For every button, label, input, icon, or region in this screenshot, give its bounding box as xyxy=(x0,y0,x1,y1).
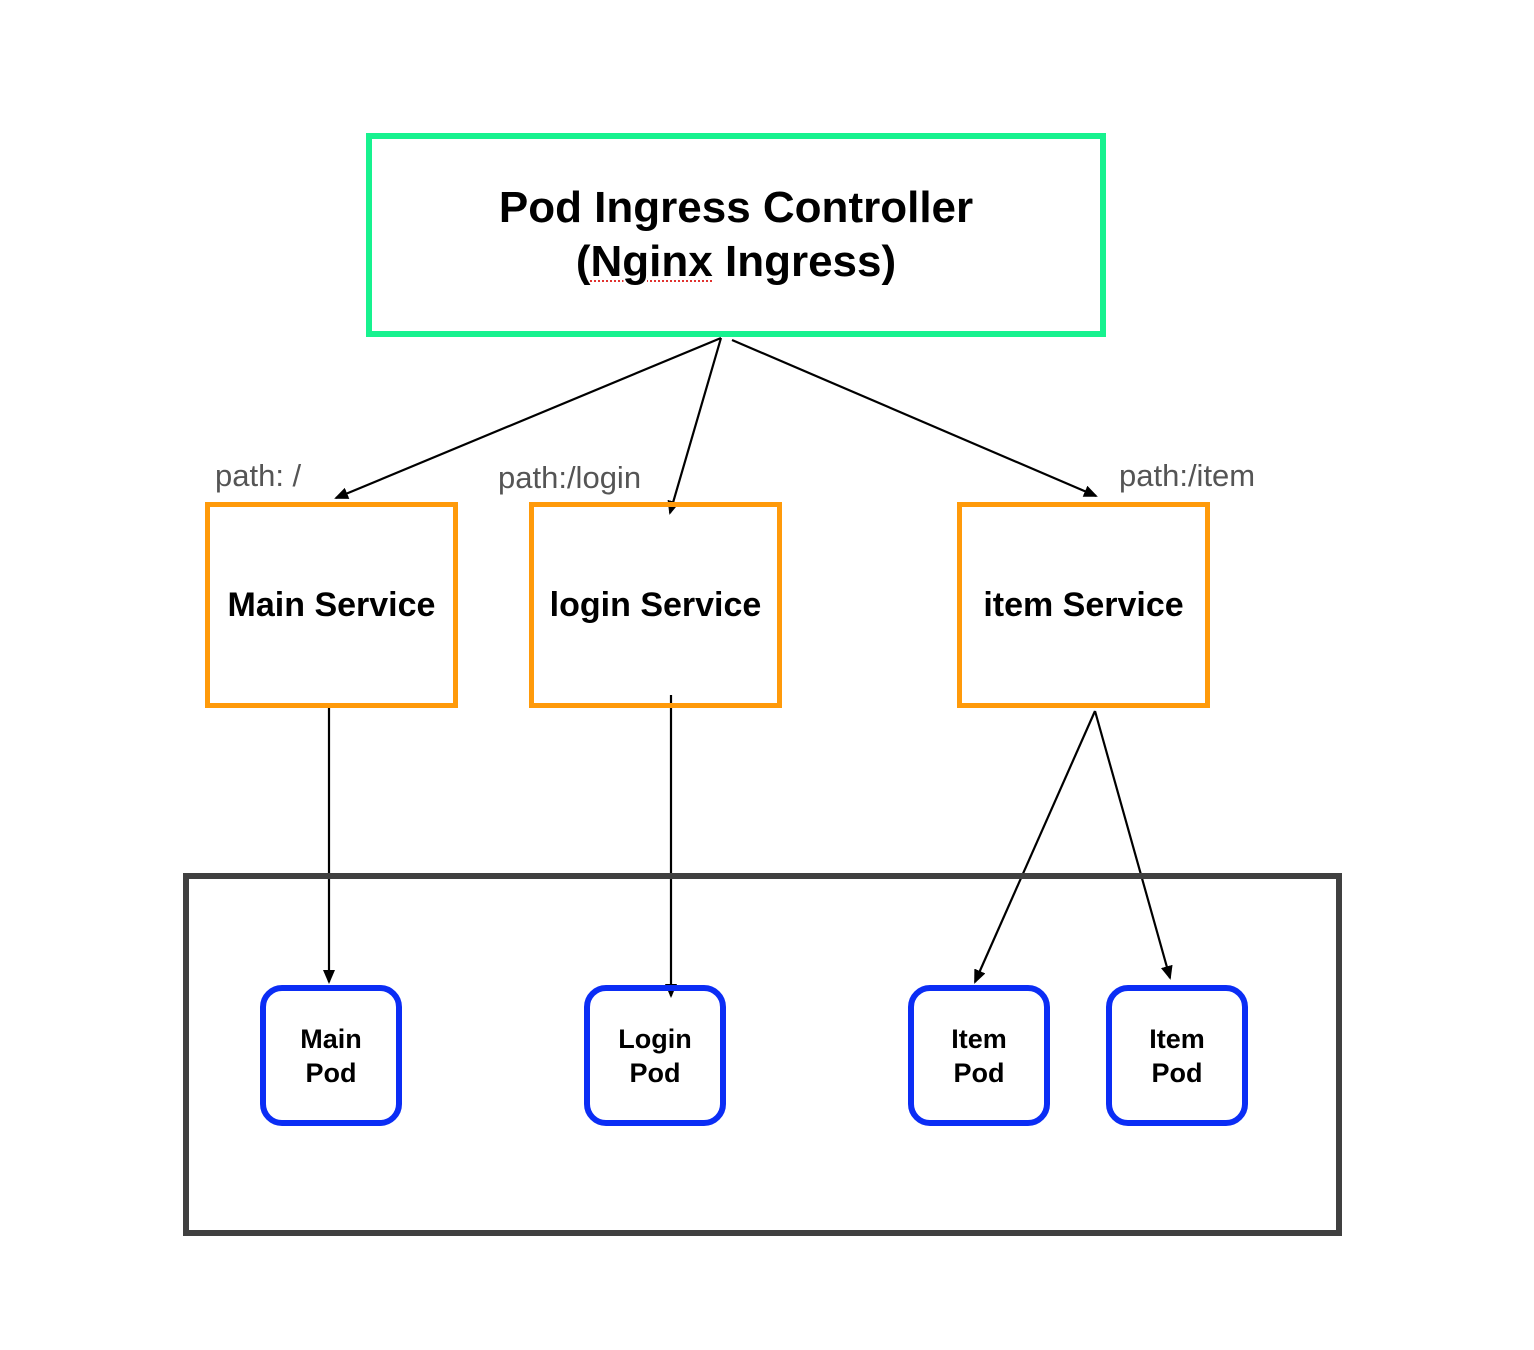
item-pod-2-label-line1: Item xyxy=(1149,1023,1205,1054)
item-pod-1-label-line2: Pod xyxy=(953,1057,1005,1088)
item-service-label: item Service xyxy=(983,585,1184,624)
item-service-box: item Service xyxy=(957,502,1210,708)
edge-item-service-to-item-pod-2 xyxy=(1093,710,1173,980)
login-service-label: login Service xyxy=(549,585,762,624)
login-pod-box: Login Pod xyxy=(584,985,726,1126)
login-service-box: login Service xyxy=(529,502,782,708)
path-label-login: path:/login xyxy=(498,460,642,495)
login-pod-label-line1: Login xyxy=(618,1023,692,1054)
item-pod-1-label-line1: Item xyxy=(951,1023,1007,1054)
item-pod-2-box: Item Pod xyxy=(1106,985,1248,1126)
main-service-label: Main Service xyxy=(227,585,436,624)
controller-subtitle: (Nginx Ingress) xyxy=(575,237,897,286)
item-pod-1-box: Item Pod xyxy=(908,985,1050,1126)
edge-controller-to-login-service xyxy=(667,337,723,515)
controller-subtitle-spellcheck-word: Nginx xyxy=(590,237,713,286)
ingress-controller-box: Pod Ingress Controller (Nginx Ingress) xyxy=(366,133,1106,337)
edge-item-service-to-item-pod-1 xyxy=(973,710,1097,984)
main-pod-label-line2: Pod xyxy=(305,1057,357,1088)
path-label-item: path:/item xyxy=(1119,458,1256,493)
item-pod-2-label-line2: Pod xyxy=(1151,1057,1203,1088)
login-pod-label-line2: Pod xyxy=(629,1057,681,1088)
path-label-main: path: / xyxy=(215,458,302,493)
edge-controller-to-item-service xyxy=(731,338,1098,498)
pod-cluster-frame xyxy=(183,873,1342,1236)
main-service-box: Main Service xyxy=(205,502,458,708)
main-pod-label-line1: Main xyxy=(300,1023,362,1054)
main-pod-box: Main Pod xyxy=(260,985,402,1126)
controller-title: Pod Ingress Controller xyxy=(498,183,974,232)
edge-controller-to-main-service xyxy=(334,336,722,500)
